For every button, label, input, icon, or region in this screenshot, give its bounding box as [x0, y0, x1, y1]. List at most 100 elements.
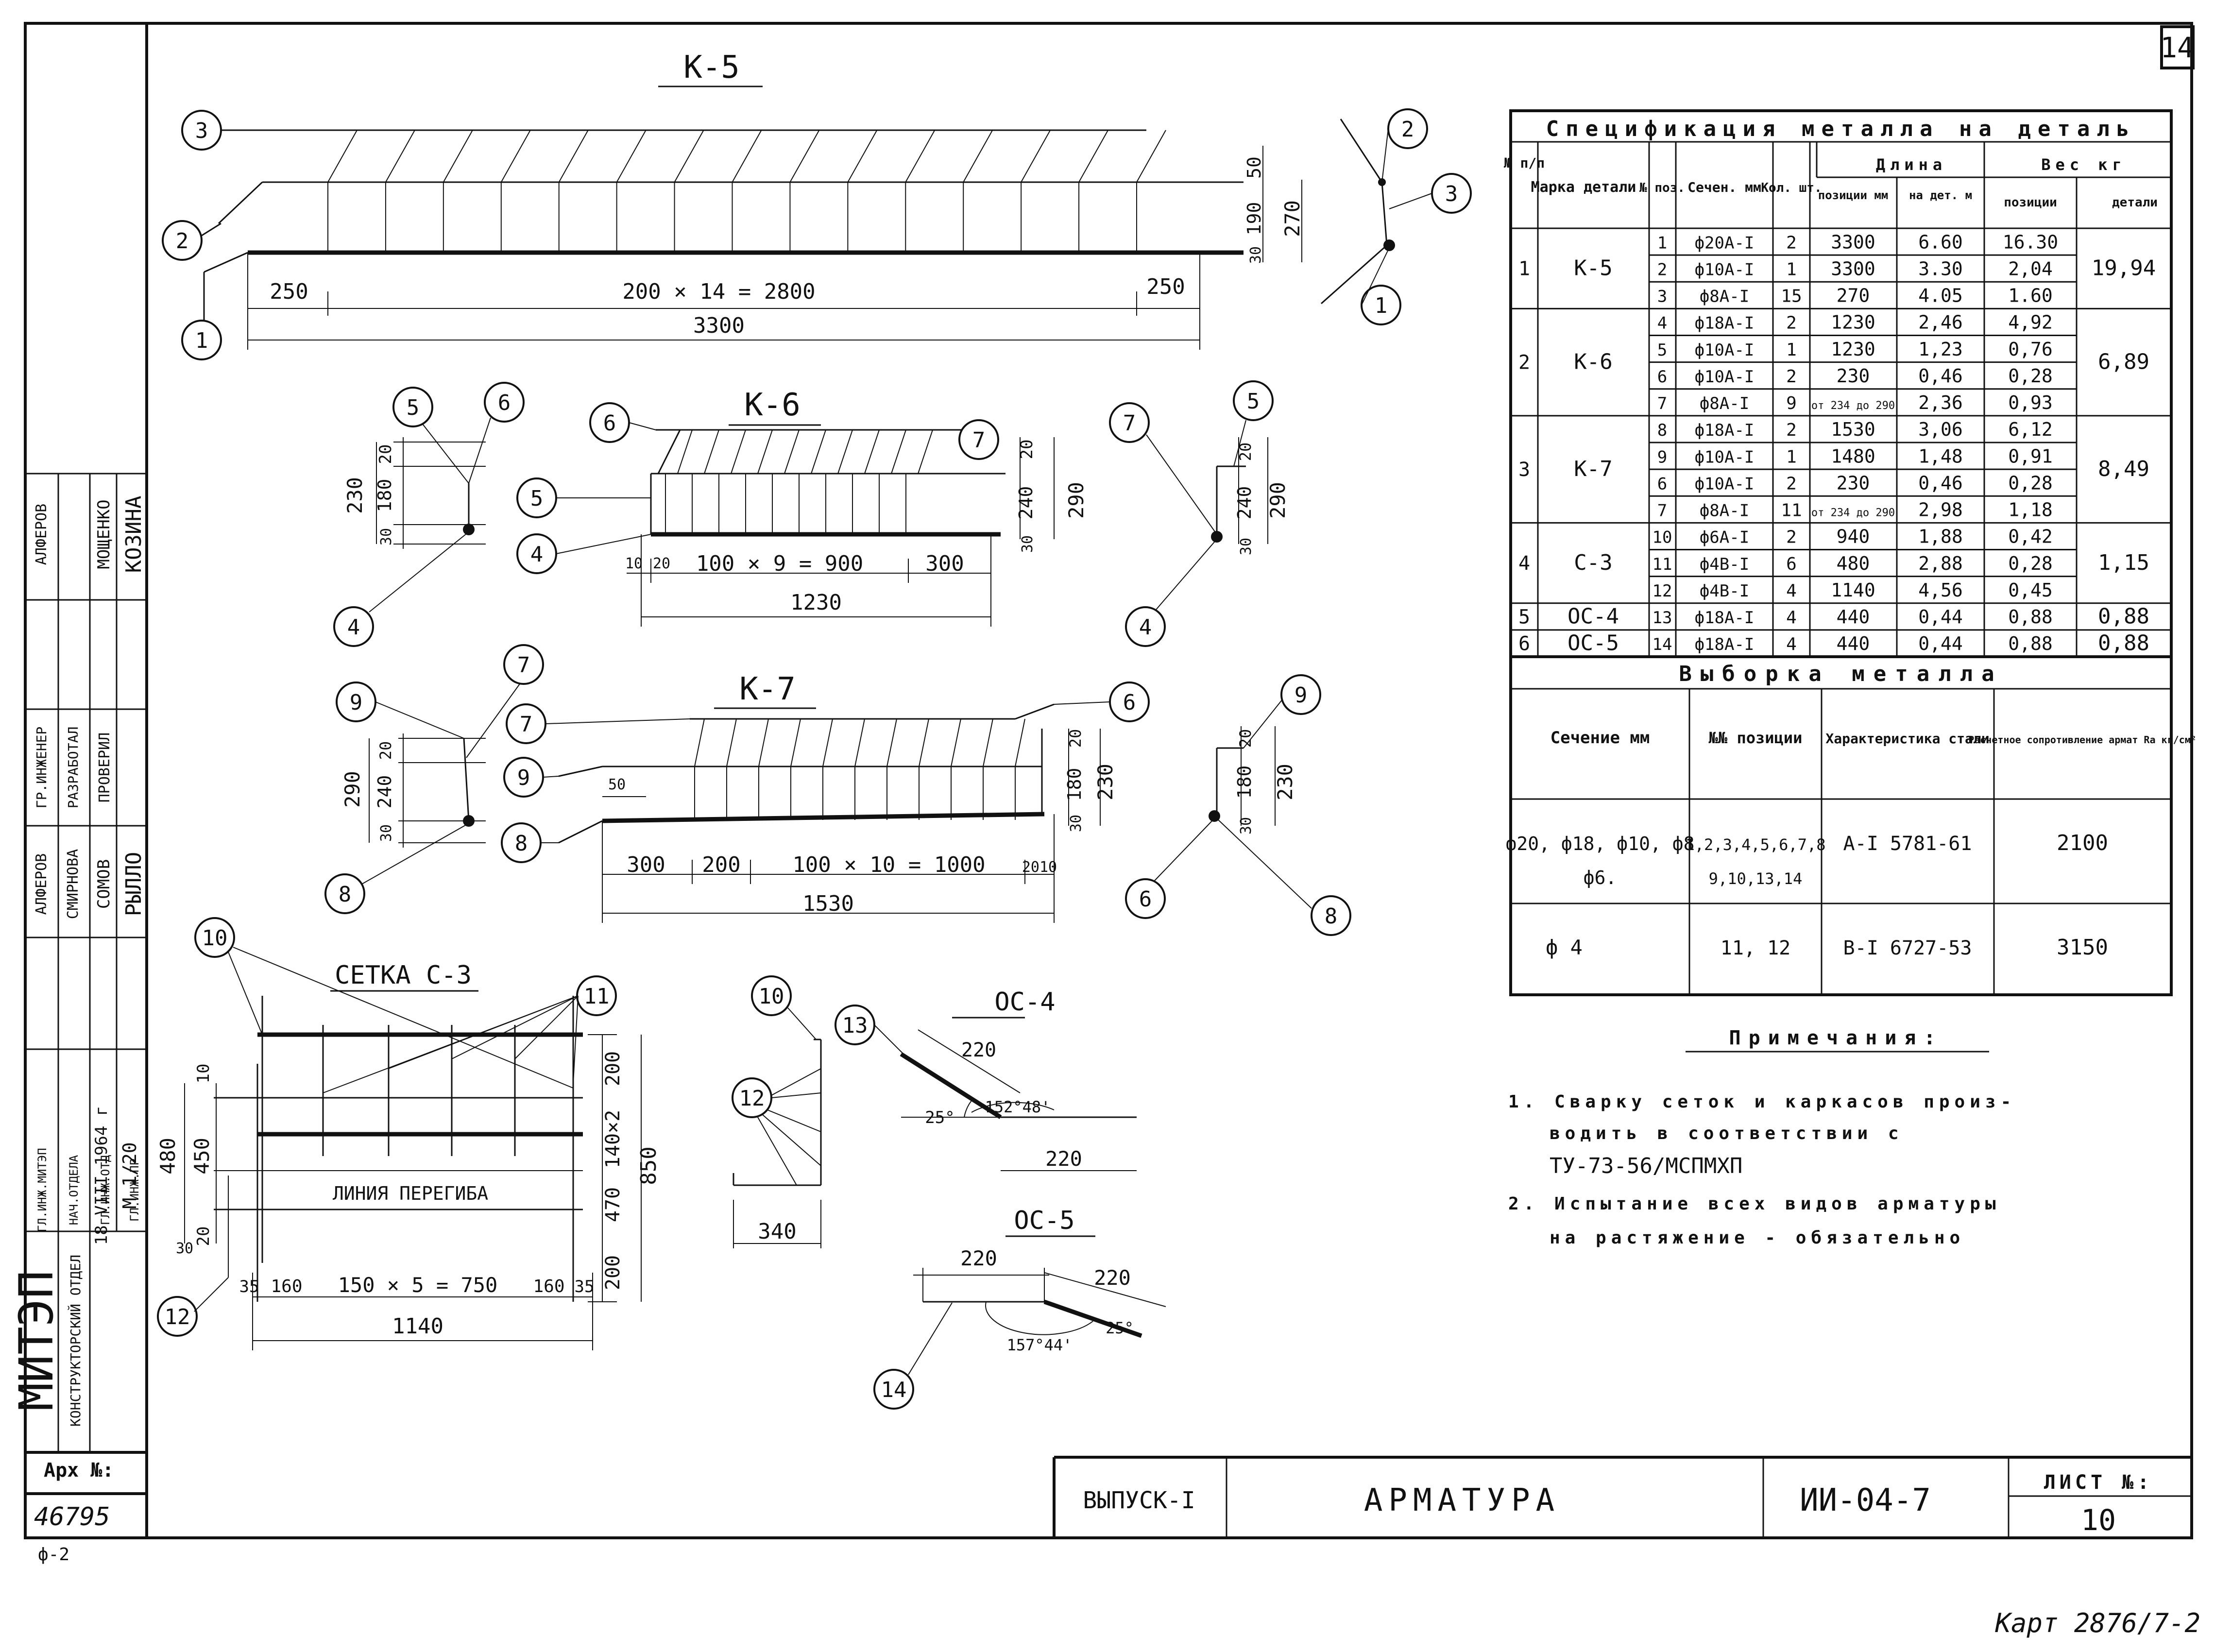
spec-cell-qty: 2 [1786, 233, 1797, 253]
svg-text:10: 10 [625, 555, 643, 572]
k6-stirrup-top [731, 429, 746, 474]
svg-text:240: 240 [1234, 486, 1255, 520]
svg-text:240: 240 [374, 775, 395, 809]
spec-cell-pos: 2 [1657, 260, 1667, 279]
issue-label: ВЫПУСК-I [1083, 1487, 1195, 1514]
svg-text:480: 480 [156, 1138, 180, 1175]
spec-cell-qty: 9 [1786, 393, 1797, 413]
svg-text:11, 12: 11, 12 [1721, 937, 1791, 959]
k6r-bubble-4 [1125, 606, 1166, 647]
spec-cell-wp: 0,45 [2008, 579, 2053, 601]
spec-cell-qty: 2 [1786, 420, 1797, 440]
svg-text:200: 200 [602, 1255, 624, 1290]
svg-text:220: 220 [1045, 1147, 1082, 1171]
stamp-cell: СОМОВ [94, 859, 114, 909]
k7-stirrups [694, 718, 1025, 820]
spec-group-weight: 8,49 [2098, 457, 2149, 481]
k6-drawing: К-6 10 20 100 × 9 = 900 300 1230 20 240 … [516, 387, 1088, 627]
spec-cell-pos: 5 [1657, 341, 1667, 360]
svg-text:30: 30 [378, 824, 395, 842]
spec-cell-wp: 0,91 [2008, 445, 2053, 467]
k5-stirrup-top [905, 130, 936, 183]
spec-cell-sec: ф8А-I [1700, 394, 1749, 413]
spec-group-no: 1 [1518, 258, 1530, 280]
svg-text:25°: 25° [925, 1108, 954, 1127]
k6-stirrup-top [918, 429, 933, 474]
spec-cell-len: 440 [1837, 633, 1870, 654]
svg-text:300: 300 [925, 551, 964, 576]
k6-stirrup-top [757, 429, 773, 474]
select-title: Выборка металла [1679, 662, 2003, 686]
svg-text:30: 30 [1019, 535, 1036, 553]
svg-text:230: 230 [1093, 764, 1117, 800]
svg-text:12: 12 [165, 1305, 190, 1329]
svg-text:8: 8 [1325, 904, 1338, 929]
k5-dim-190: 190 [1244, 202, 1265, 236]
stamp-cell: КОЗИНА [121, 496, 146, 573]
svg-text:Сечен. мм: Сечен. мм [1687, 179, 1761, 195]
svg-text:Характеристика стали: Характеристика стали [1825, 731, 1989, 747]
k5-dim-50: 50 [1244, 156, 1265, 179]
svg-text:6: 6 [1123, 690, 1136, 715]
spec-table: Спецификация металла на деталь № п/п Мар… [1504, 109, 2197, 996]
k7-stirrup-top [919, 718, 929, 767]
svg-text:10: 10 [759, 984, 784, 1009]
svg-text:4: 4 [347, 615, 360, 640]
spec-cell-len: 940 [1837, 526, 1870, 547]
svg-text:10: 10 [194, 1064, 213, 1084]
k5-upper-bend [218, 181, 263, 224]
k6-stirrup-top [864, 429, 880, 474]
svg-text:5: 5 [407, 395, 420, 420]
svg-text:ф20, ф18, ф10, ф8: ф20, ф18, ф10, ф8 [1506, 833, 1695, 854]
svg-text:10: 10 [202, 926, 228, 951]
k7-right-section: 20 180 30 230 9 6 8 [1125, 674, 1351, 936]
k6-stirrup-top [811, 429, 826, 474]
oc-bubble-10 [751, 975, 792, 1016]
svg-text:13: 13 [842, 1013, 868, 1038]
spec-cell-pos: 6 [1657, 474, 1667, 494]
spec-cell-lm: 4,56 [1918, 579, 1963, 601]
sheet-badge-box [2160, 25, 2195, 69]
svg-text:5: 5 [530, 486, 544, 511]
k6l-bubble-6 [484, 382, 525, 423]
k5-stirrup-top [1078, 130, 1108, 183]
svg-text:140×2: 140×2 [602, 1110, 624, 1168]
k5-section: 2 3 1 [1321, 108, 1472, 325]
spec-cell-wp: 4,92 [2008, 312, 2053, 333]
spec-cell-pos: 1 [1657, 233, 1667, 253]
k5-dim-2800: 200 × 14 = 2800 [622, 279, 815, 304]
oc5-bar [1043, 1299, 1142, 1338]
oc-bubble-14 [873, 1369, 914, 1410]
svg-text:5: 5 [1247, 389, 1260, 414]
k7-stirrup-top [1015, 718, 1025, 767]
spec-cell-len: 1140 [1831, 579, 1875, 601]
spec-cell-wp: 0,28 [2008, 365, 2053, 387]
spec-cell-pos: 9 [1657, 447, 1667, 467]
spec-cell-sec: ф10А-I [1695, 341, 1755, 360]
k5-stirrup-top [558, 130, 589, 183]
svg-text:18 VIII 1964 г: 18 VIII 1964 г [92, 1106, 111, 1245]
k5-stirrup-top [327, 130, 358, 183]
spec-cell-qty: 15 [1781, 287, 1802, 307]
svg-text:2010: 2010 [1022, 859, 1057, 876]
k7-stirrup-top [758, 718, 769, 767]
spec-group-weight: 19,94 [2092, 256, 2156, 281]
c3-drawing: СЕТКА С-3 ЛИНИЯ ПЕРЕГИБА 200 140×2 470 2… [156, 917, 661, 1350]
spec-cell-sec: ф18А-I [1695, 314, 1755, 333]
k6-left-section: 20 180 30 230 5 6 4 [333, 382, 525, 647]
svg-text:7: 7 [520, 712, 533, 737]
svg-text:9: 9 [350, 690, 363, 715]
spec-cell-qty: 2 [1786, 313, 1797, 333]
svg-text:470: 470 [602, 1187, 624, 1222]
svg-text:180: 180 [374, 479, 395, 512]
spec-cell-lm: 0,46 [1918, 365, 1963, 387]
stamp: МИТЭП КОНСТРУКТОРСКИЙ ОТДЕЛ 18 VIII 1964… [9, 473, 147, 1532]
svg-text:157°44': 157°44' [1007, 1336, 1073, 1354]
spec-cell-qty: 2 [1786, 474, 1797, 494]
spec-cell-pos: 4 [1657, 314, 1667, 333]
svg-text:2: 2 [1401, 117, 1414, 142]
spec-cell-len: 480 [1837, 553, 1870, 574]
svg-text:240: 240 [1015, 486, 1037, 520]
svg-text:220: 220 [960, 1246, 997, 1270]
